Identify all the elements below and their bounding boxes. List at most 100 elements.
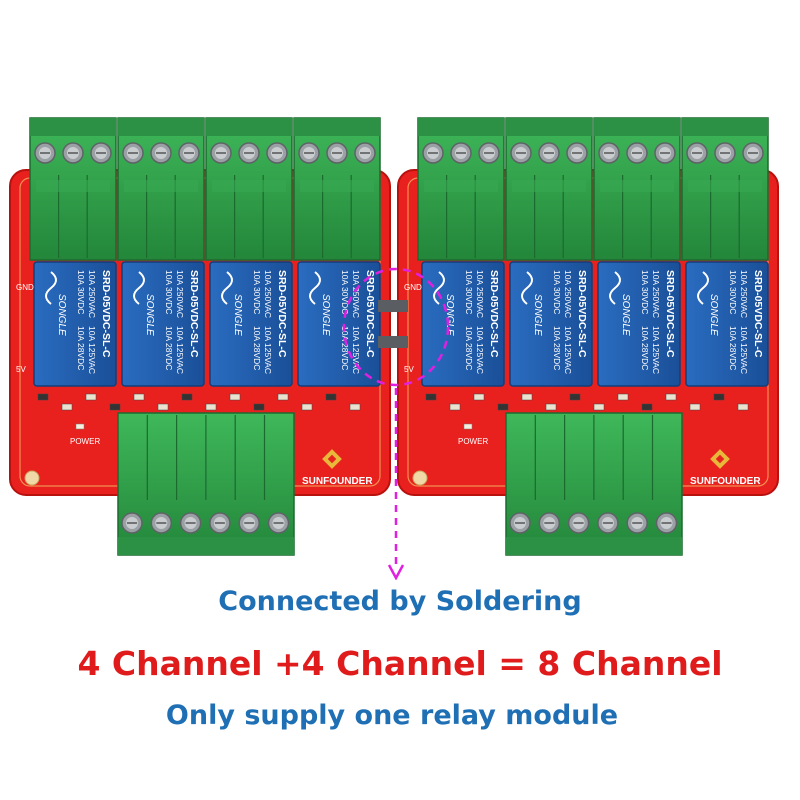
relay-body <box>33 261 117 387</box>
relay-rating-label: 10A 125VAC <box>175 326 185 374</box>
smd-component <box>737 403 749 411</box>
relay-rating-label: 10A 125VAC <box>563 326 573 374</box>
pin-label-gnd: GND <box>404 283 422 292</box>
relay-model-label: SRD-05VDC-SL-C <box>188 270 200 358</box>
smd-component <box>569 393 581 401</box>
songle-logo-icon <box>221 271 233 305</box>
relay-rating-label: 10A 28VDC <box>252 326 262 370</box>
songle-logo-icon <box>609 271 621 305</box>
highlight-circle <box>342 267 450 387</box>
smd-component <box>325 393 337 401</box>
relay-brand-label: SONGLE <box>56 294 67 336</box>
relay-rating-label: 10A 30VDC <box>728 270 738 314</box>
smd-component <box>61 403 73 411</box>
relay-rating-label: 10A 250VAC <box>651 270 661 318</box>
terminal-block-bottom <box>117 412 295 556</box>
relay-brand-label: SONGLE <box>444 294 455 336</box>
relay-brand-label: SONGLE <box>532 294 543 336</box>
relay-body <box>209 261 293 387</box>
relay-rating-label: 10A 28VDC <box>164 326 174 370</box>
smd-component <box>349 403 361 411</box>
relay-rating-label: 10A 250VAC <box>739 270 749 318</box>
relay-rating-label: 10A 28VDC <box>728 326 738 370</box>
relay-rating-label: 10A 125VAC <box>475 326 485 374</box>
songle-logo-icon <box>133 271 145 305</box>
songle-logo-icon <box>521 271 533 305</box>
smd-component <box>425 393 437 401</box>
relay-model-label: SRD-05VDC-SL-C <box>488 270 500 358</box>
relay-model-label: SRD-05VDC-SL-C <box>364 270 376 358</box>
relay-rating-label: 10A 28VDC <box>340 326 350 370</box>
relay-brand-label: SONGLE <box>232 294 243 336</box>
smd-component <box>133 393 145 401</box>
sunfounder-label: SUNFOUNDER <box>690 476 761 487</box>
terminal-block-top-1 <box>417 117 505 261</box>
smd-component <box>641 403 653 411</box>
relay-model-label: SRD-05VDC-SL-C <box>664 270 676 358</box>
terminal-block-top-3 <box>593 117 681 261</box>
terminal-block-top-2 <box>505 117 593 261</box>
smd-component <box>497 403 509 411</box>
relay-rating-label: 10A 28VDC <box>76 326 86 370</box>
smd-component <box>205 403 217 411</box>
relay-body <box>297 261 381 387</box>
relay-rating-label: 10A 30VDC <box>252 270 262 314</box>
smd-component <box>277 393 289 401</box>
relay-model-label: SRD-05VDC-SL-C <box>752 270 764 358</box>
relay-body <box>597 261 681 387</box>
terminal-block-top-1 <box>29 117 117 261</box>
pin-label-5v: 5V <box>16 365 26 374</box>
relay-rating-label: 10A 30VDC <box>640 270 650 314</box>
songle-logo-icon <box>697 271 709 305</box>
relay-rating-label: 10A 30VDC <box>552 270 562 314</box>
relay-rating-label: 10A 30VDC <box>76 270 86 314</box>
sunfounder-label: SUNFOUNDER <box>302 476 373 487</box>
smd-component <box>109 403 121 411</box>
smd-component <box>229 393 241 401</box>
sunfounder-logo-icon <box>322 449 342 469</box>
relay-brand-label: SONGLE <box>320 294 331 336</box>
terminal-block-top-3 <box>205 117 293 261</box>
power-label: POWER <box>458 437 488 446</box>
smd-component <box>181 393 193 401</box>
relay-body <box>121 261 205 387</box>
pin-label-5v: 5V <box>404 365 414 374</box>
relay-brand-label: SONGLE <box>144 294 155 336</box>
relay-rating-label: 10A 28VDC <box>640 326 650 370</box>
relay-rating-label: 10A 28VDC <box>464 326 474 370</box>
terminal-block-top-4 <box>681 117 769 261</box>
relay-model-label: SRD-05VDC-SL-C <box>276 270 288 358</box>
mounting-hole <box>24 470 40 486</box>
smd-component <box>545 403 557 411</box>
caption-connected-by-soldering: Connected by Soldering <box>218 586 582 617</box>
relay-rating-label: 10A 250VAC <box>563 270 573 318</box>
terminal-block-bottom <box>505 412 683 556</box>
relay-rating-label: 10A 125VAC <box>739 326 749 374</box>
relay-rating-label: 10A 30VDC <box>340 270 350 314</box>
smd-component <box>253 403 265 411</box>
solder-bridge <box>378 300 408 312</box>
relay-model-label: SRD-05VDC-SL-C <box>576 270 588 358</box>
power-led-icon <box>75 423 85 430</box>
relay-rating-label: 10A 125VAC <box>651 326 661 374</box>
relay-rating-label: 10A 250VAC <box>175 270 185 318</box>
caption-supply-note: Only supply one relay module <box>165 700 619 731</box>
smd-component <box>617 393 629 401</box>
smd-component <box>85 393 97 401</box>
smd-component <box>713 393 725 401</box>
relay-rating-label: 10A 250VAC <box>351 270 361 318</box>
smd-component <box>521 393 533 401</box>
relay-brand-label: SONGLE <box>620 294 631 336</box>
arrow-down-icon <box>387 564 405 580</box>
relay-body <box>509 261 593 387</box>
relay-rating-label: 10A 30VDC <box>464 270 474 314</box>
smd-component <box>665 393 677 401</box>
